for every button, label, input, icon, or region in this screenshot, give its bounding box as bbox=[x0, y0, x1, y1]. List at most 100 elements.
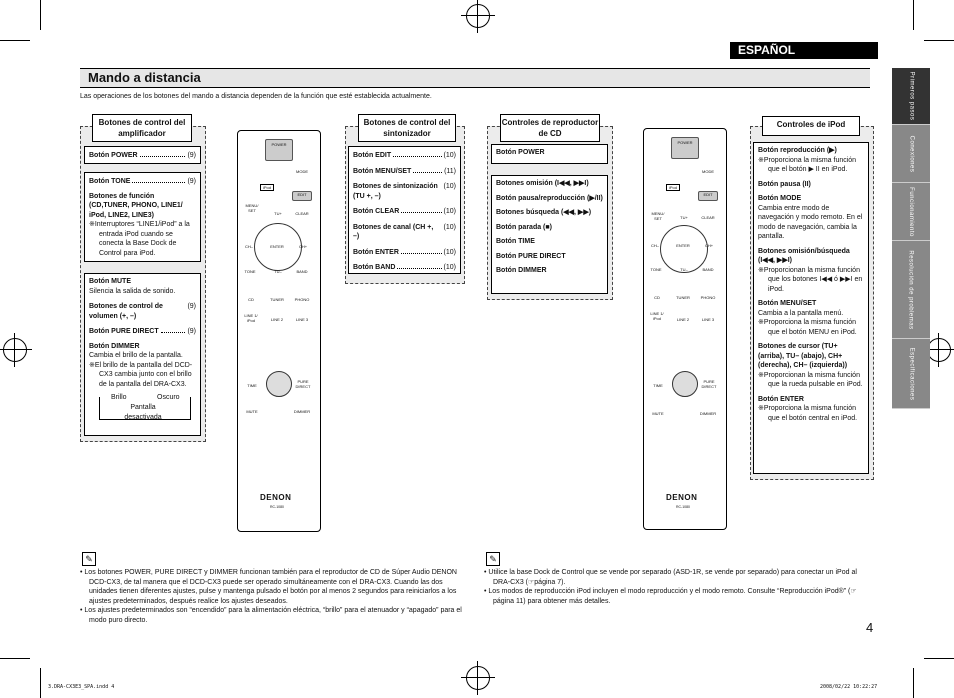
crop-mark bbox=[0, 40, 30, 41]
tone-label: TONE bbox=[650, 267, 662, 272]
line3-label: LINE 3 bbox=[701, 317, 715, 322]
tab-resolucion[interactable]: Resolución de problemas bbox=[892, 241, 930, 339]
tab-funcionamiento[interactable]: Funcionamiento bbox=[892, 183, 930, 241]
cd-power-box: Botón POWER bbox=[491, 144, 608, 164]
registration-mark bbox=[461, 0, 495, 33]
print-date: 2008/02/22 10:22:27 bbox=[820, 684, 878, 690]
ipod-label: iPod bbox=[666, 184, 680, 191]
language-badge: ESPAÑOL bbox=[730, 42, 878, 59]
tu-minus-label: TU– bbox=[274, 269, 282, 274]
ipod-box: Botón reproducción (▶)※Proporciona la mi… bbox=[753, 142, 869, 474]
amp-power-box: Botón POWER(9) bbox=[84, 146, 201, 164]
section-title: Mando a distancia bbox=[88, 70, 201, 85]
amp-tone-box: Botón TONE(9) Botones de función (CD,TUN… bbox=[84, 172, 201, 262]
line1-label: LINE 1/ iPod bbox=[244, 313, 258, 323]
footnotes-left: • Los botones POWER, PURE DIRECT y DIMME… bbox=[80, 569, 462, 624]
line1-label: LINE 1/ iPod bbox=[650, 311, 664, 321]
mute-label: MUTE bbox=[652, 411, 664, 416]
pure-label: PURE DIRECT bbox=[701, 379, 717, 389]
footnotes-right: • Utilice la base Dock de Control que se… bbox=[484, 569, 857, 605]
dimmer-label: DIMMER bbox=[293, 409, 311, 414]
edit-button[interactable]: EDIT bbox=[698, 191, 718, 201]
amp-header: Botones de control del amplificador bbox=[92, 114, 192, 142]
registration-mark bbox=[461, 661, 495, 695]
line3-label: LINE 3 bbox=[295, 317, 309, 322]
menu-label: MENU/ SET bbox=[651, 211, 665, 221]
volume-dial[interactable] bbox=[672, 371, 698, 397]
tu-plus-label: TU+ bbox=[680, 215, 688, 220]
dimmer-label: DIMMER bbox=[699, 411, 717, 416]
note-icon: ✎ bbox=[82, 552, 96, 566]
cycle-off: Pantalla desactivada bbox=[124, 404, 162, 421]
mute-label: MUTE bbox=[246, 409, 258, 414]
tu-plus-label: TU+ bbox=[274, 211, 282, 216]
power-button[interactable]: POWER bbox=[671, 137, 699, 159]
intro-text: Las operaciones de los botones del mando… bbox=[80, 93, 432, 100]
cd-header: Controles de reproductor de CD bbox=[500, 114, 600, 142]
time-label: TIME bbox=[653, 383, 663, 388]
time-label: TIME bbox=[247, 383, 257, 388]
cycle-dark: Oscuro bbox=[157, 394, 180, 401]
tone-label: TONE bbox=[244, 269, 256, 274]
enter-label: ENTER bbox=[676, 243, 690, 248]
crop-mark bbox=[913, 0, 914, 30]
tab-conexiones[interactable]: Conexiones bbox=[892, 125, 930, 183]
crop-mark bbox=[0, 658, 30, 659]
tuner-label: TUNER bbox=[270, 297, 284, 302]
cycle-arrow bbox=[99, 397, 191, 420]
note-icon: ✎ bbox=[486, 552, 500, 566]
ch-minus-label: CH– bbox=[244, 244, 253, 249]
registration-mark bbox=[0, 333, 32, 367]
section-title-bar: Mando a distancia bbox=[80, 68, 870, 88]
registration-mark bbox=[922, 333, 954, 367]
menu-label: MENU/ SET bbox=[245, 203, 259, 213]
tuner-box: Botón EDIT(10) Botón MENU/SET(11) Botone… bbox=[348, 146, 461, 274]
ch-plus-label: CH+ bbox=[704, 243, 714, 248]
cd-label: CD bbox=[654, 295, 660, 300]
edit-button[interactable]: EDIT bbox=[292, 191, 312, 201]
crop-mark bbox=[40, 0, 41, 30]
print-file: 3.DRA-CX3E3_SPA.indd 4 bbox=[48, 684, 115, 690]
ipod-label: iPod bbox=[260, 184, 274, 191]
side-tabs: Primeros pasos Conexiones Funcionamiento… bbox=[892, 68, 930, 409]
band-label: BAND bbox=[296, 269, 308, 274]
crop-mark bbox=[924, 40, 954, 41]
enter-label: ENTER bbox=[270, 244, 284, 249]
denon-logo: DENON bbox=[666, 493, 698, 502]
power-button[interactable]: POWER bbox=[265, 139, 293, 161]
ch-plus-label: CH+ bbox=[298, 244, 308, 249]
tuner-label: TUNER bbox=[676, 295, 690, 300]
crop-mark bbox=[913, 668, 914, 698]
remote-right: POWER MODE iPod EDIT MENU/ SET TU+ CLEAR… bbox=[643, 128, 727, 530]
line2-label: LINE 2 bbox=[676, 317, 690, 322]
phono-label: PHONO bbox=[294, 297, 310, 302]
clear-label: CLEAR bbox=[701, 215, 715, 220]
mode-label: MODE bbox=[296, 169, 308, 174]
line2-label: LINE 2 bbox=[270, 317, 284, 322]
volume-dial[interactable] bbox=[266, 371, 292, 397]
mode-label: MODE bbox=[702, 169, 714, 174]
model-number: RC-1080 bbox=[676, 505, 691, 509]
tu-minus-label: TU– bbox=[680, 267, 688, 272]
tab-primeros-pasos[interactable]: Primeros pasos bbox=[892, 68, 930, 125]
cursor-ring[interactable] bbox=[254, 223, 302, 271]
crop-mark bbox=[924, 658, 954, 659]
phono-label: PHONO bbox=[700, 295, 716, 300]
clear-label: CLEAR bbox=[295, 211, 309, 216]
tuner-header: Botones de control del sintonizador bbox=[358, 114, 456, 142]
tab-especificaciones[interactable]: Especificaciones bbox=[892, 339, 930, 409]
ch-minus-label: CH– bbox=[650, 243, 659, 248]
cd-label: CD bbox=[248, 297, 254, 302]
page-number: 4 bbox=[866, 620, 874, 635]
band-label: BAND bbox=[702, 267, 714, 272]
cursor-ring[interactable] bbox=[660, 225, 708, 273]
denon-logo: DENON bbox=[260, 493, 292, 502]
ipod-header: Controles de iPod bbox=[762, 116, 860, 136]
cycle-bright: Brillo bbox=[111, 394, 127, 401]
model-number: RC-1080 bbox=[270, 505, 285, 509]
crop-mark bbox=[40, 668, 41, 698]
pure-label: PURE DIRECT bbox=[295, 379, 311, 389]
cd-box: Botones omisión (I◀◀, ▶▶I) Botón pausa/r… bbox=[491, 175, 608, 294]
remote-left: POWER MODE iPod EDIT MENU/ SET TU+ CLEAR… bbox=[237, 130, 321, 532]
